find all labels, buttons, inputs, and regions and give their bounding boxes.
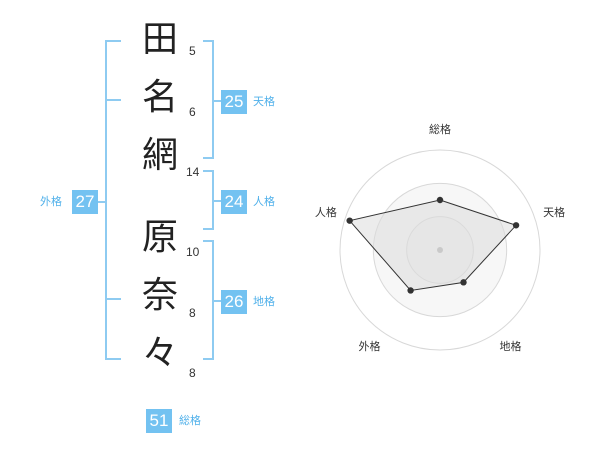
radar-data-points [346, 196, 520, 294]
soukaku-badge: 51 [146, 409, 172, 433]
tenkaku-connector [212, 100, 222, 102]
gaikaku-bracket-top [105, 40, 121, 42]
radar-point-総格 [436, 196, 444, 204]
soukaku-label: 総格 [179, 414, 201, 427]
tenkaku-bracket-vertical [212, 40, 214, 159]
radar-center-dot [437, 247, 443, 253]
name-char-2: 名 [141, 77, 178, 118]
chikaku-connector [212, 300, 222, 302]
gaikaku-bracket-tick-2 [105, 298, 121, 300]
gaikaku-label: 外格 [40, 195, 62, 208]
jinkaku-connector [212, 200, 222, 202]
radar-axis-label-2: 地格 [499, 340, 522, 354]
stroke-count-4: 10 [186, 245, 200, 259]
gaikaku-connector [98, 201, 106, 203]
name-char-6: 々 [141, 333, 178, 374]
radar-point-外格 [407, 287, 414, 294]
radar-data-polygon [348, 199, 517, 291]
gaikaku-bracket-tick-1 [105, 99, 121, 101]
gaikaku-bracket-vertical [105, 40, 107, 360]
stroke-count-3: 14 [186, 165, 200, 179]
jinkaku-bracket-top [203, 170, 214, 172]
tenkaku-badge: 25 [221, 90, 247, 114]
name-char-3: 網 [141, 135, 178, 176]
tenkaku-label: 天格 [253, 95, 275, 108]
chikaku-badge: 26 [221, 290, 247, 314]
name-char-4: 原 [141, 217, 178, 258]
chikaku-bracket-bottom [203, 358, 214, 360]
gaikaku-bracket-bottom [105, 358, 121, 360]
chikaku-label: 地格 [253, 295, 275, 308]
radar-point-天格 [512, 222, 520, 229]
tenkaku-bracket-top [203, 40, 214, 42]
jinkaku-badge: 24 [221, 190, 247, 214]
jinkaku-label: 人格 [253, 195, 275, 208]
radar-point-地格 [460, 279, 467, 286]
stroke-count-1: 5 [189, 44, 196, 58]
stroke-count-2: 6 [189, 105, 196, 119]
jinkaku-bracket-bottom [203, 228, 214, 230]
stroke-count-5: 8 [189, 306, 196, 320]
tenkaku-bracket-bottom [203, 157, 214, 159]
radar-axis-label-3: 外格 [358, 340, 381, 354]
radar-axis-label-4: 人格 [314, 205, 337, 219]
name-char-5: 奈 [141, 275, 178, 316]
gaikaku-badge: 27 [72, 190, 98, 214]
stroke-count-6: 8 [189, 366, 196, 380]
chikaku-bracket-top [203, 240, 214, 242]
name-char-1: 田 [141, 19, 178, 60]
radar-point-人格 [346, 217, 353, 224]
radar-axis-label-0: 総格 [429, 123, 451, 136]
radar-axis-label-1: 天格 [543, 205, 566, 219]
